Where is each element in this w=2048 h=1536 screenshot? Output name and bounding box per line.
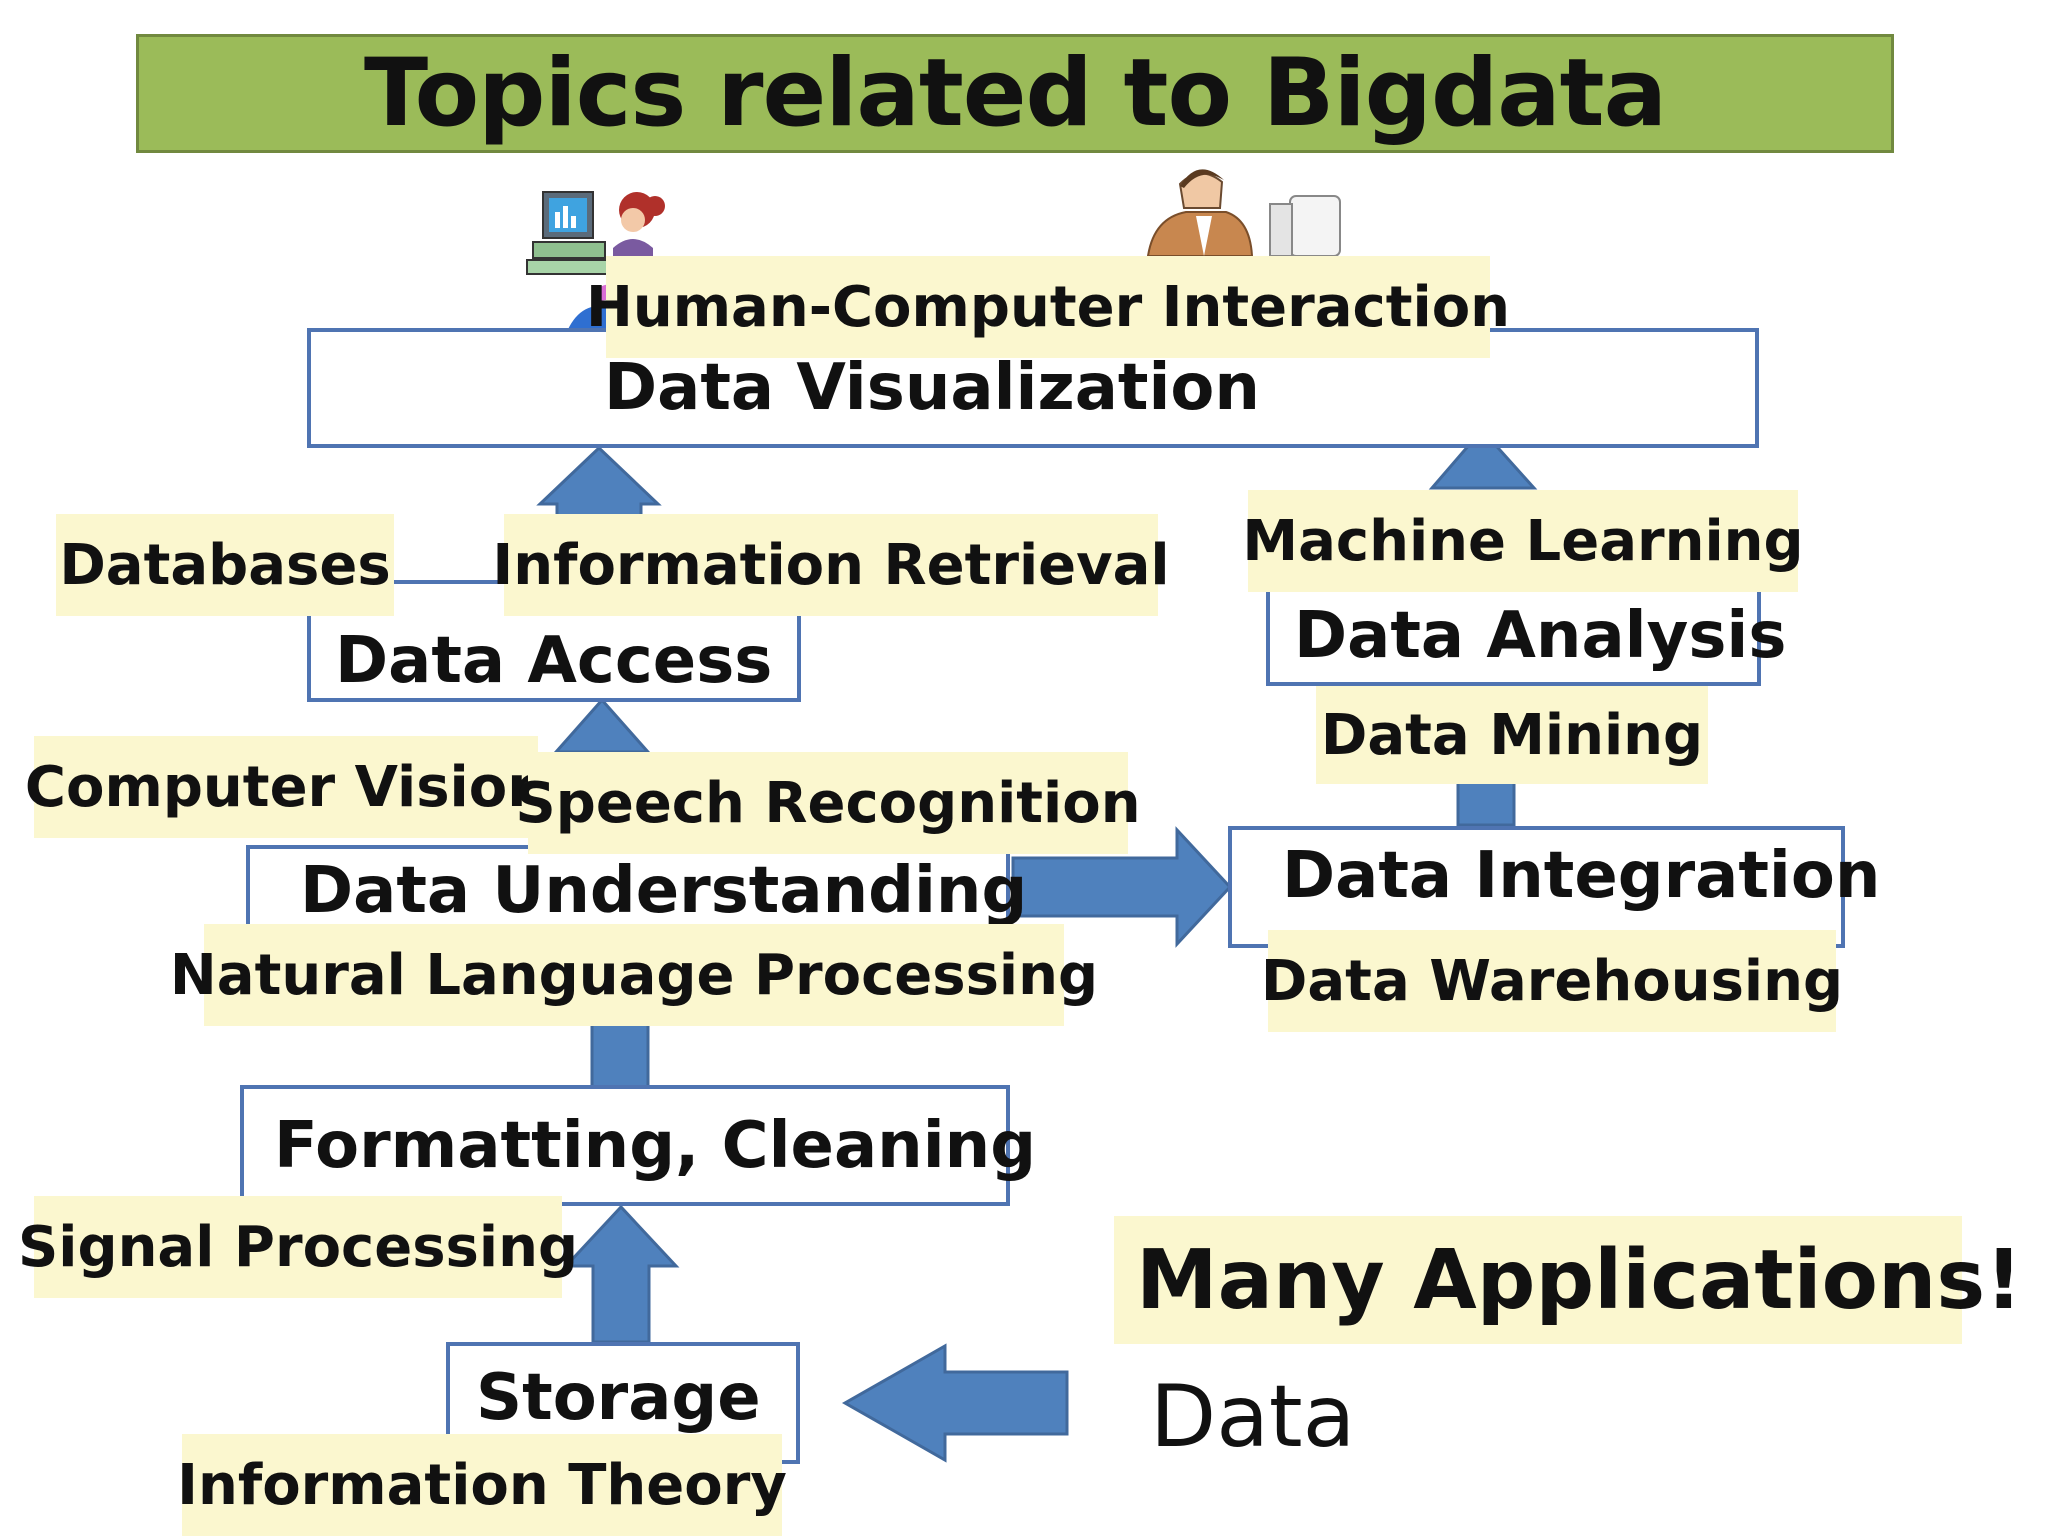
topic-information-theory: Information Theory — [177, 1434, 787, 1536]
stage-data-visualization: Data Visualization — [307, 328, 1759, 448]
topic-label: Data Warehousing — [1260, 948, 1844, 1014]
stage-data-analysis: Data Analysis — [1266, 586, 1786, 686]
topic-data-mining: Data Mining — [1316, 686, 1708, 784]
stage-data-integration: Data Integration — [1228, 826, 1880, 948]
topic-information-retrieval: Information Retrieval — [492, 514, 1170, 616]
arrow-analysis-to-visualization — [1428, 427, 1538, 490]
man-at-computer-icon — [1146, 169, 1341, 256]
arrow-data-to-storage — [841, 1343, 1069, 1463]
stage-label: Data Integration — [1282, 839, 1881, 913]
topic-label: Information Theory — [177, 1452, 787, 1518]
topic-label: Machine Learning — [1242, 508, 1804, 574]
stage-label: Data Visualization — [604, 351, 1260, 425]
page-title: Topics related to Bigdata — [363, 39, 1667, 148]
data-label-text: Data — [1150, 1367, 1356, 1467]
arrow-access-to-visualization — [536, 445, 662, 524]
topic-computer-vision: Computer Vision — [25, 736, 547, 838]
arrow-integration-to-analysis — [1456, 778, 1516, 827]
many-applications-callout: Many Applications! — [1114, 1216, 2023, 1344]
topic-label: Natural Language Processing — [169, 942, 1099, 1008]
topic-label: Data Mining — [1320, 702, 1704, 768]
stage-formatting-cleaning: Formatting, Cleaning — [240, 1085, 1036, 1206]
stage-label: Storage — [476, 1361, 761, 1435]
stage-label: Data Analysis — [1294, 599, 1787, 673]
topic-databases: Databases — [56, 514, 394, 616]
arrow-understanding-to-integration — [1011, 826, 1233, 948]
title-banner: Topics related to Bigdata — [136, 34, 1894, 153]
topic-signal-processing: Signal Processing — [18, 1196, 578, 1298]
topic-label: Human-Computer Interaction — [585, 274, 1511, 340]
stage-label: Formatting, Cleaning — [274, 1108, 1036, 1183]
data-source-label: Data — [1150, 1362, 1355, 1472]
arrow-formatting-to-understanding — [590, 1018, 650, 1090]
topic-label: Information Retrieval — [492, 532, 1170, 598]
topic-natural-language-processing: Natural Language Processing — [170, 924, 1098, 1026]
topic-data-warehousing: Data Warehousing — [1261, 930, 1843, 1032]
stage-label: Data Access — [335, 624, 773, 698]
topic-human-computer-interaction: Human-Computer Interaction — [586, 256, 1510, 358]
topic-label: Databases — [59, 532, 391, 598]
topic-speech-recognition: Speech Recognition — [515, 752, 1141, 854]
arrow-storage-to-formatting — [562, 1204, 680, 1344]
arrow-understanding-to-access — [552, 697, 652, 754]
callout-text: Many Applications! — [1136, 1232, 2023, 1328]
topic-label: Speech Recognition — [515, 770, 1141, 836]
stage-label: Data Understanding — [300, 854, 1028, 928]
topic-label: Signal Processing — [17, 1214, 579, 1280]
topic-label: Computer Vision — [24, 754, 548, 820]
topic-machine-learning: Machine Learning — [1242, 490, 1804, 592]
